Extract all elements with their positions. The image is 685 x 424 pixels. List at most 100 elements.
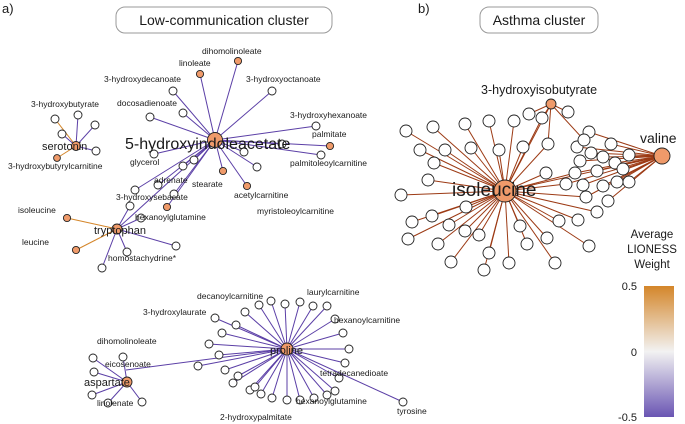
node-asthma-neighbor xyxy=(584,146,598,160)
node-tryptophan-neighbor xyxy=(62,213,72,223)
node-asthma-neighbor xyxy=(513,219,527,233)
node-5-hydroxyindoleacetate-neighbor xyxy=(130,185,140,195)
node-5-hydroxyindoleacetate-neighbor xyxy=(168,86,178,96)
node-hub-tryptophan xyxy=(111,223,123,235)
node-5-hydroxyindoleacetate-neighbor xyxy=(239,147,249,157)
edge-5-hydroxyindoleacetate xyxy=(199,73,216,141)
edge-isoleucine xyxy=(437,190,506,245)
node-asthma-neighbor xyxy=(438,143,452,157)
edge-proline xyxy=(208,343,288,350)
label-adrenate: adrenate xyxy=(154,175,188,185)
hub-label-serotonin: serotonin xyxy=(42,141,87,153)
node-asthma-neighbor xyxy=(576,178,590,192)
legend-title-line-1: Average xyxy=(631,229,674,241)
node-asthma-neighbor xyxy=(561,105,575,119)
node-asthma-neighbor xyxy=(577,133,591,147)
node-aspartate-neighbor xyxy=(137,397,147,407)
label-dihomolinoleate: dihomolinoleate xyxy=(202,46,262,56)
edge-tryptophan xyxy=(75,228,118,251)
node-hub-3-hydroxyisobutyrate xyxy=(545,98,557,110)
edge-tryptophan-hub xyxy=(116,139,216,230)
node-asthma-neighbor xyxy=(596,179,610,193)
node-asthma-neighbor xyxy=(464,141,478,155)
node-proline-neighbor xyxy=(334,373,344,383)
legend-tick-high: 0.5 xyxy=(622,281,637,293)
node-5-hydroxyindoleacetate-neighbor xyxy=(195,69,205,79)
edge-proline xyxy=(286,301,301,350)
node-asthma-neighbor xyxy=(622,175,636,189)
node-5-hydroxyindoleacetate-neighbor xyxy=(149,149,159,159)
edge-5-hydroxyindoleacetate xyxy=(214,60,239,141)
node-asthma-neighbor xyxy=(401,232,415,246)
node-5-hydroxyindoleacetate-neighbor xyxy=(316,150,326,160)
edge-tryptophan xyxy=(101,228,118,269)
edge-serotonin xyxy=(75,114,79,147)
node-hub-serotonin xyxy=(71,141,81,151)
node-proline-neighbor xyxy=(193,361,203,371)
node-proline-neighbor xyxy=(340,358,350,368)
node-asthma-neighbor xyxy=(426,120,440,134)
node-5-hydroxyindoleacetate-neighbor xyxy=(218,166,228,176)
hub-label-5-hydroxyindoleacetate: 5-hydroxyindoleacetate xyxy=(125,136,291,153)
edge-proline xyxy=(286,305,328,350)
edge-isoleucine xyxy=(407,190,506,240)
panel-a-letter: a) xyxy=(2,1,14,16)
label-linolenate: linolenate xyxy=(97,398,134,408)
label-laurylcarnitine: laurylcarnitine xyxy=(307,287,360,297)
edge-5-hydroxyindoleacetate xyxy=(214,139,248,187)
node-asthma-neighbor xyxy=(568,166,582,180)
edge-proline xyxy=(286,305,314,350)
node-serotonin-neighbor xyxy=(91,146,101,156)
node-proline-neighbor xyxy=(266,296,276,306)
edge-proline xyxy=(197,348,288,367)
node-5-hydroxyindoleacetate-neighbor xyxy=(145,112,155,122)
edge-proline xyxy=(286,348,301,401)
node-aspartate-neighbor xyxy=(87,390,97,400)
edge-isoleucine xyxy=(504,190,510,264)
node-tryptophan-neighbor xyxy=(122,247,132,257)
node-asthma-neighbor xyxy=(431,237,445,251)
node-proline-neighbor xyxy=(338,328,348,338)
edge-proline xyxy=(221,332,288,350)
node-asthma-neighbor xyxy=(610,175,624,189)
node-asthma-neighbor xyxy=(394,188,408,202)
edge-aspartate xyxy=(91,381,128,396)
node-asthma-neighbor xyxy=(552,214,566,228)
node-hub-proline xyxy=(280,342,294,356)
label-3-hydroxyoctanoate: 3-hydroxyoctanoate xyxy=(246,74,321,84)
node-hub-isoleucine xyxy=(493,179,517,203)
legend-title-line-2: LIONESS xyxy=(627,244,677,256)
edge-3-hydroxyisobutyrate xyxy=(550,103,585,141)
node-asthma-neighbor xyxy=(425,209,439,223)
panel-b-title: Asthma cluster xyxy=(493,12,586,28)
node-asthma-neighbor xyxy=(596,150,610,164)
legend-title-line-3: Weight xyxy=(634,259,670,271)
label-3-hydroxylaurate: 3-hydroxylaurate xyxy=(143,307,207,317)
node-tryptophan-neighbor xyxy=(97,263,107,273)
edge-5-hydroxyindoleacetate xyxy=(214,139,258,168)
label-hexanoylglutamine-a: hexanoylglutamine xyxy=(135,212,206,222)
edge-isoleucine xyxy=(432,126,506,192)
hub-label-aspartate: aspartate xyxy=(84,377,130,389)
edge-valine xyxy=(579,155,663,162)
node-asthma-neighbor xyxy=(458,224,472,238)
color-legend: Average LIONESS Weight 0.5 0 -0.5 xyxy=(618,229,677,424)
node-aspartate-neighbor xyxy=(88,353,98,363)
edge-valine xyxy=(610,143,663,157)
node-tryptophan-neighbor xyxy=(125,201,135,211)
node-asthma-neighbor xyxy=(590,164,604,178)
node-tryptophan-neighbor xyxy=(171,241,181,251)
node-asthma-neighbor xyxy=(559,177,573,191)
edge-isoleucine xyxy=(504,190,590,247)
node-asthma-neighbor xyxy=(516,140,530,154)
edge-proline xyxy=(286,332,344,350)
node-hub-aspartate xyxy=(121,376,133,388)
edge-proline xyxy=(286,348,404,403)
label-homostachydrine: homostachydrine* xyxy=(108,253,177,263)
hub-label-tryptophan: tryptophan xyxy=(94,225,146,237)
edge-5-hydroxyindoleacetate xyxy=(214,139,283,145)
edge-isoleucine xyxy=(433,162,506,192)
edge-isoleucine xyxy=(504,117,543,192)
edge-isoleucine xyxy=(504,190,587,198)
node-asthma-neighbor xyxy=(507,114,521,128)
